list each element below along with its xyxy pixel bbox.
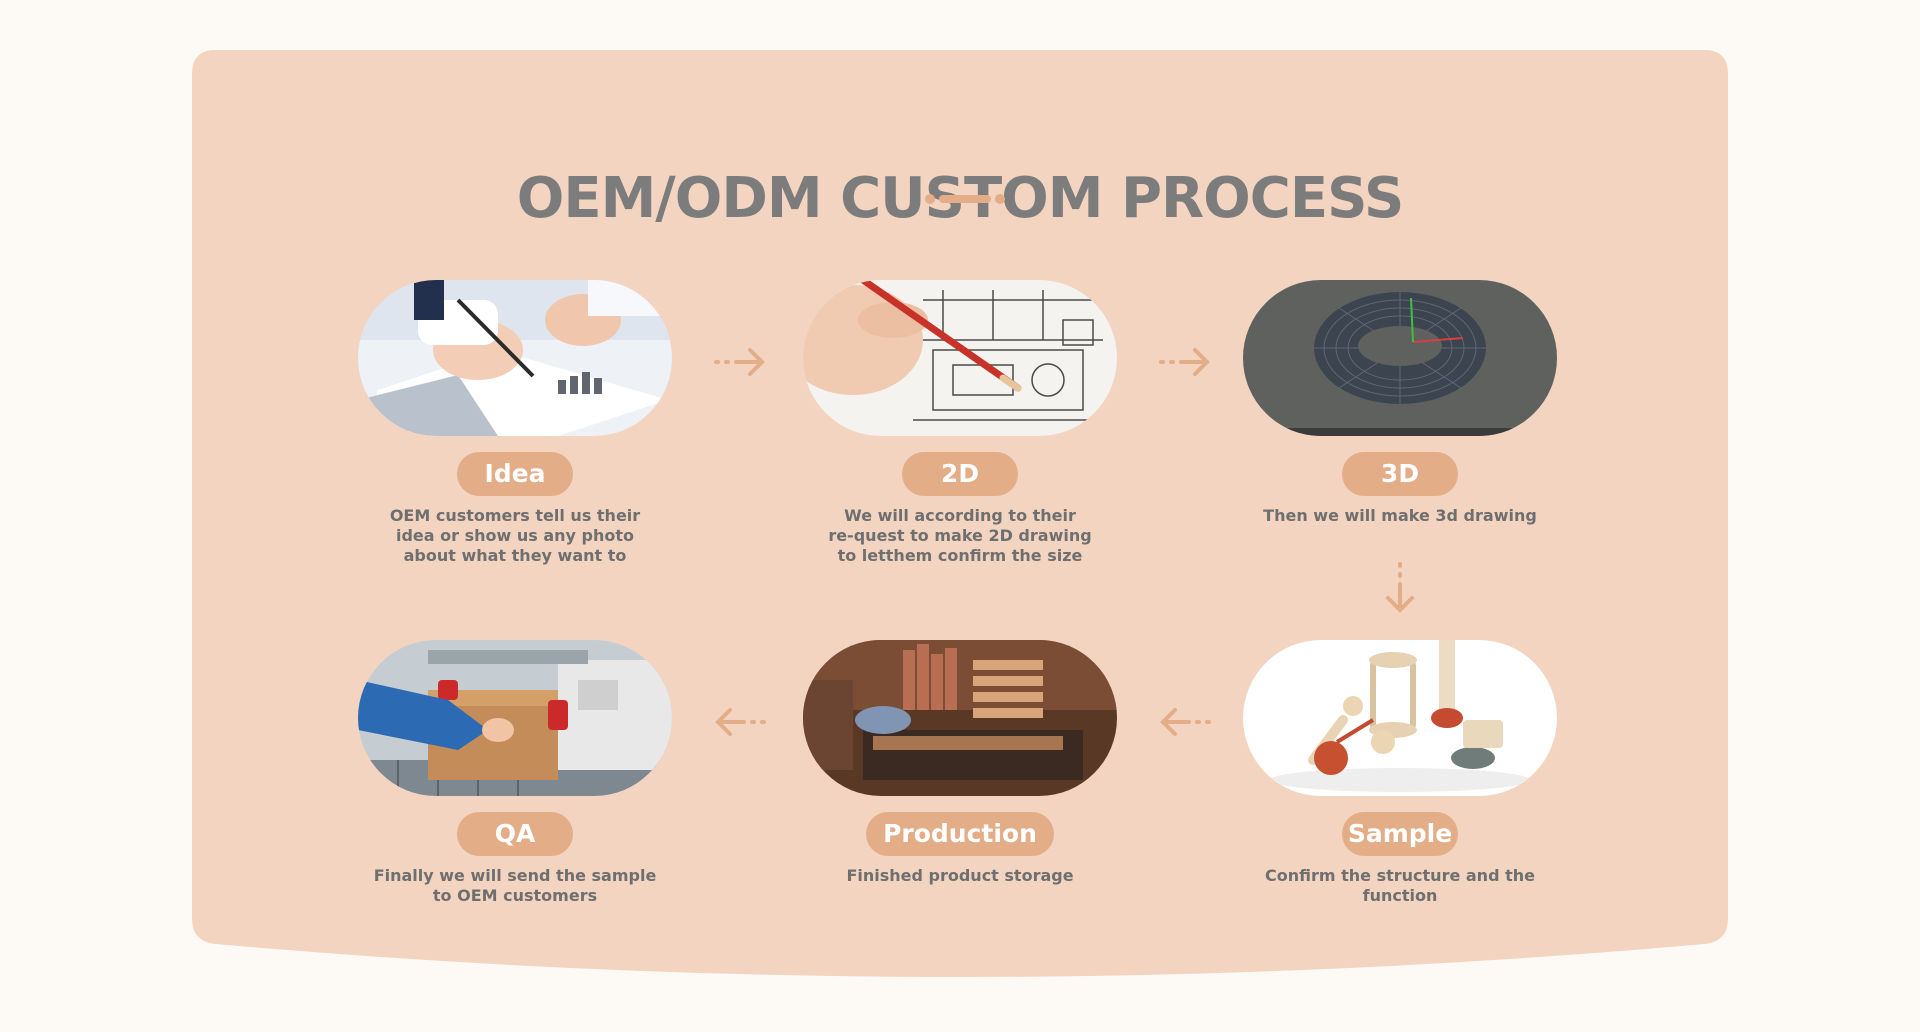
arrow-right-icon xyxy=(714,348,765,376)
step-label-3d: 3D xyxy=(1342,452,1458,496)
step-description-qa: Finally we will send the sample to OEM c… xyxy=(373,866,657,905)
step-description-idea: OEM customers tell us their idea or show… xyxy=(389,506,641,565)
wooden-toy-samples-photo xyxy=(1243,640,1557,796)
carton-packing-photo xyxy=(358,640,672,796)
step-description-sample: Confirm the structure and the function xyxy=(1265,866,1535,905)
title-divider xyxy=(925,194,1005,204)
step-description-3d: Then we will make 3d drawing xyxy=(1263,506,1537,525)
step-label-idea: Idea xyxy=(457,452,573,496)
wood-workshop-photo xyxy=(803,640,1117,796)
process-panel: OEM/ODM CUSTOM PROCESS xyxy=(192,50,1728,980)
arrow-left-icon xyxy=(1160,708,1211,736)
arrow-down-icon xyxy=(1386,562,1414,613)
step-label-2d: 2D xyxy=(902,452,1018,496)
arrow-left-icon xyxy=(715,708,766,736)
step-label-sample: Sample xyxy=(1342,812,1458,856)
business-document-photo xyxy=(358,280,672,436)
3d-torus-render xyxy=(1243,280,1557,436)
step-label-production: Production xyxy=(866,812,1054,856)
step-description-2d: We will according to their re-quest to m… xyxy=(828,506,1092,565)
step-description-production: Finished product storage xyxy=(846,866,1074,885)
technical-drawing-photo xyxy=(803,280,1117,436)
step-label-qa: QA xyxy=(457,812,573,856)
arrow-right-icon xyxy=(1159,348,1210,376)
